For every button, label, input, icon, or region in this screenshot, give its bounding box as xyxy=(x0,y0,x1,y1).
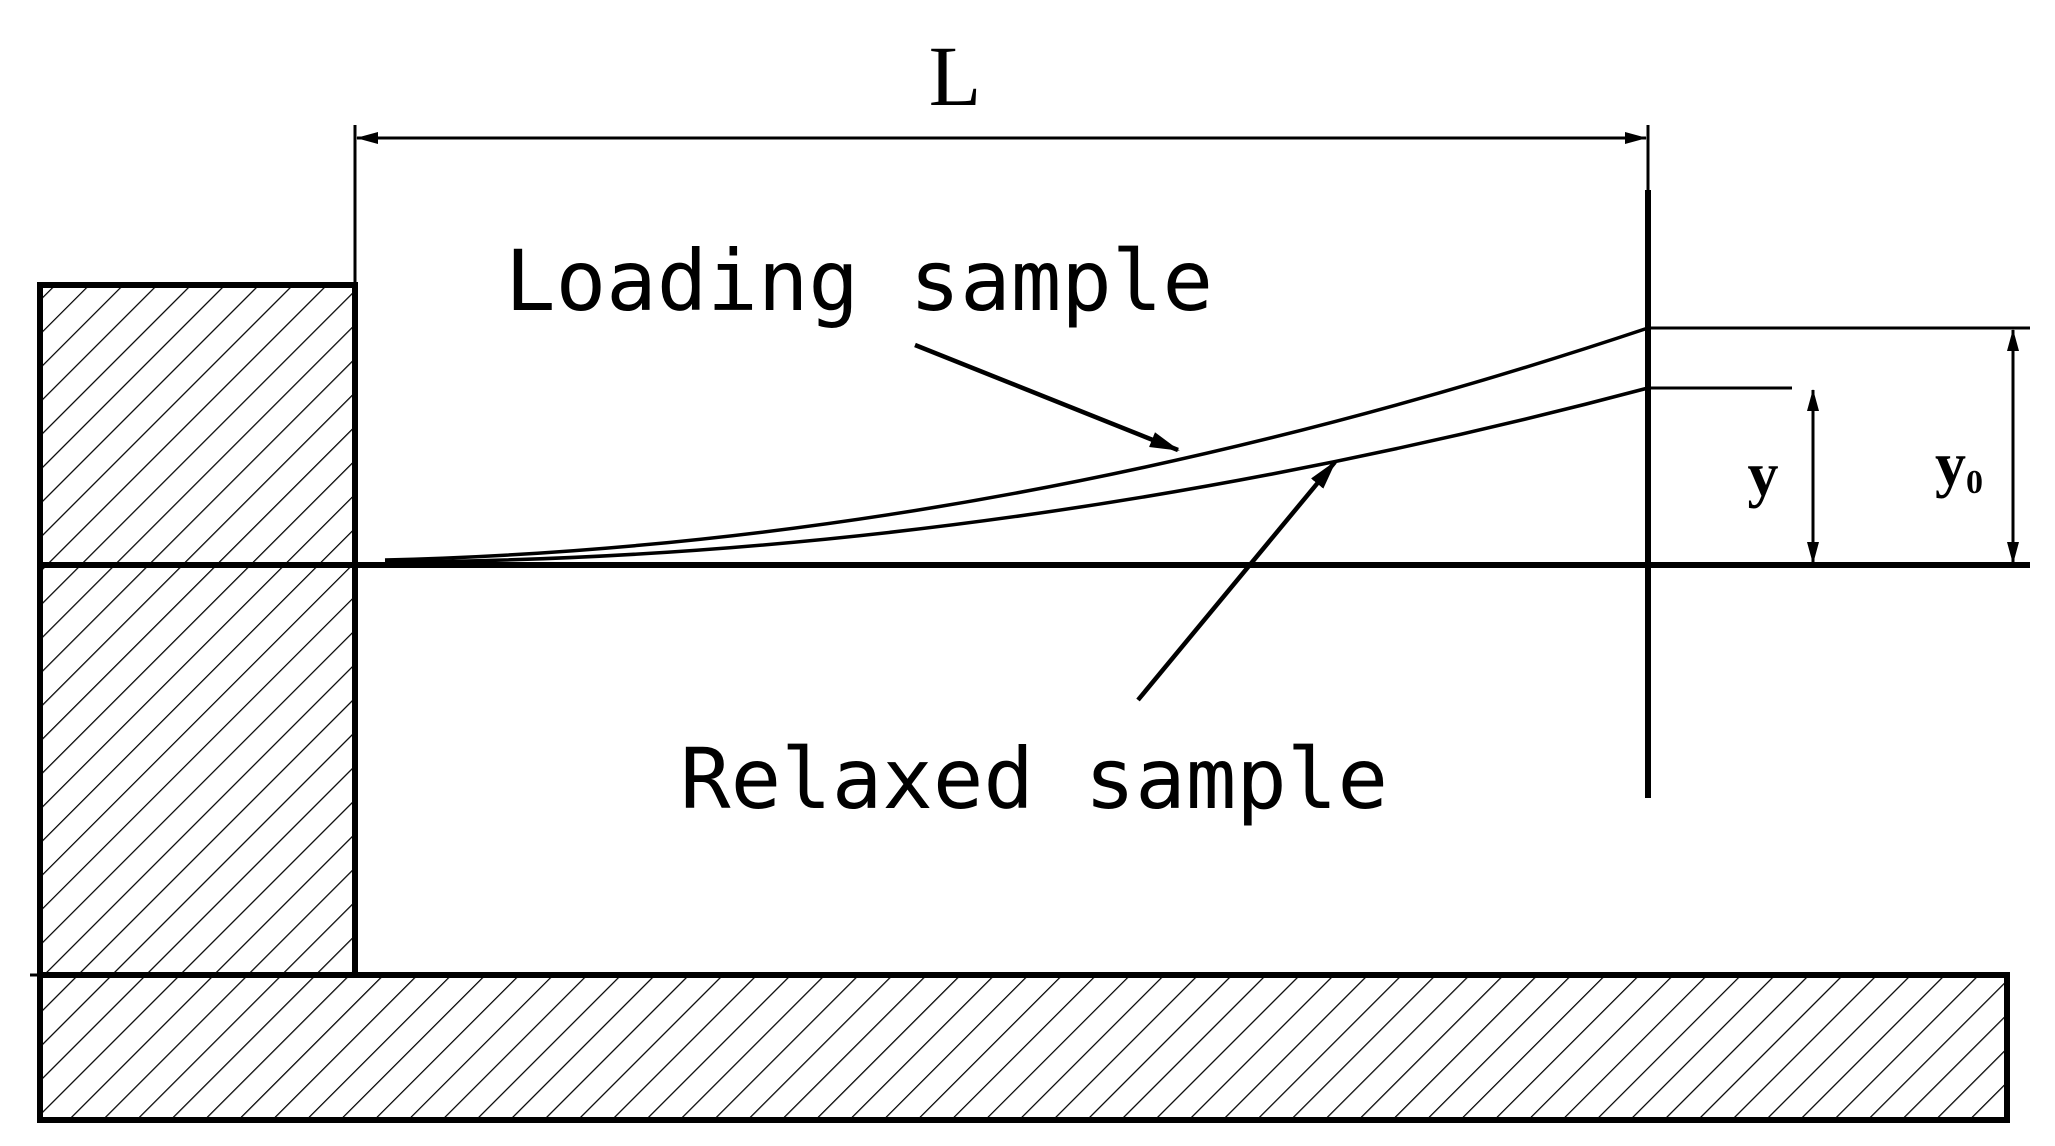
relaxed-sample-label: Relaxed sample xyxy=(680,730,1388,828)
deflection-label: y xyxy=(1748,441,1779,509)
fixed-support xyxy=(37,282,358,978)
length-dimension xyxy=(353,125,1650,285)
initial-deflection-dimension xyxy=(1648,326,2030,564)
loading-sample-label: Loading sample xyxy=(505,232,1213,330)
loading-sample-beam xyxy=(384,326,1649,562)
base-plate xyxy=(30,972,2010,1123)
loading-sample-arrow xyxy=(914,342,1180,453)
relaxed-sample-beam xyxy=(384,386,1649,564)
initial-deflection-label: y0 xyxy=(1935,431,1983,501)
relaxed-sample-arrow xyxy=(1136,460,1337,702)
deflection-dimension xyxy=(1648,386,1819,564)
length-label: L xyxy=(929,28,982,124)
